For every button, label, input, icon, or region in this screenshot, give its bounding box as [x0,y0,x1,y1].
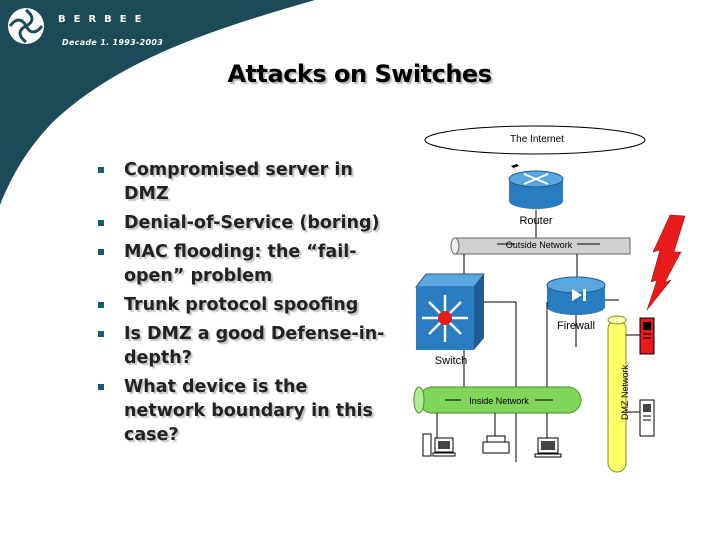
bullet-marker-icon [98,167,104,173]
dmz-server-icon [639,399,655,437]
bullet-text: MAC flooding: the “fail-open” problem [124,242,357,286]
bullet-marker-icon [98,302,104,308]
outside-network-label: Outside Network [506,240,573,250]
outside-network-pipe [450,237,631,255]
bullet-text: Compromised server in DMZ [124,160,353,204]
red-lightning-icon [646,214,686,311]
network-diagram: The Internet Router Outside Network Swit… [413,125,686,473]
printer-icon [482,435,510,454]
brand-name: BERBEE [58,14,150,25]
server-icon [422,433,456,457]
inside-network-label: Inside Network [469,396,529,406]
switch-icon [414,273,486,350]
bullet-item: Trunk protocol spoofing [96,293,386,317]
bullet-item: Is DMZ a good Defense-in-depth? [96,322,386,370]
bullet-text: Trunk protocol spoofing [124,295,359,315]
internet-cloud-icon [424,125,646,155]
brand-tagline: Decade 1. 1993-2003 [62,38,164,47]
bullet-item: MAC flooding: the “fail-open” problem [96,240,386,288]
bullet-marker-icon [98,331,104,337]
dmz-network-pipe [607,315,627,473]
slide-title: Attacks on Switches [227,60,492,88]
bullet-text: What device is the network boundary in t… [124,377,373,445]
bullet-marker-icon [98,249,104,255]
firewall-icon [546,276,606,315]
router-icon [508,170,564,209]
bullet-marker-icon [98,220,104,226]
bullet-item: What device is the network boundary in t… [96,375,386,447]
lightning-icon [505,152,525,178]
bullet-list: Compromised server in DMZ Denial-of-Serv… [96,158,386,452]
bullet-item: Denial-of-Service (boring) [96,211,386,235]
bullet-item: Compromised server in DMZ [96,158,386,206]
inside-network-pipe [413,386,582,414]
bullet-text: Denial-of-Service (boring) [124,213,380,233]
compromised-server-icon [639,317,655,355]
berbee-logo-icon [8,8,44,44]
bullet-marker-icon [98,384,104,390]
internet-label: The Internet [510,134,564,145]
switch-label: Switch [435,355,467,367]
workstation-icon [534,437,562,458]
bullet-text: Is DMZ a good Defense-in-depth? [124,324,385,368]
dmz-network-label: DMZ Network [620,364,630,420]
